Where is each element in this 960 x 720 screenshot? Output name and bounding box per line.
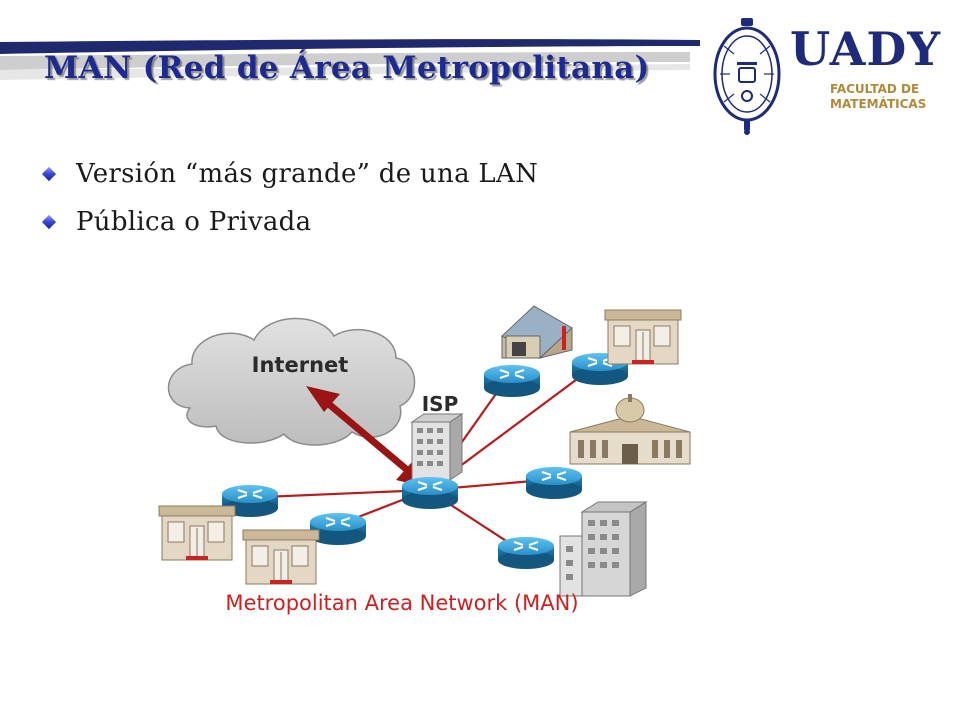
shop-icon bbox=[242, 529, 320, 585]
government-building-icon bbox=[569, 394, 691, 465]
bullet-item: Pública o Privada bbox=[40, 198, 538, 246]
header-swoosh bbox=[0, 39, 700, 80]
bullet-list: Versión “más grande” de una LAN Pública … bbox=[40, 150, 538, 246]
university-seal-icon bbox=[713, 18, 781, 135]
diamond-bullet-icon bbox=[41, 166, 57, 182]
faculty-line: FACULTAD DE bbox=[830, 82, 920, 96]
bullet-item: Versión “más grande” de una LAN bbox=[40, 150, 538, 198]
bullet-text: Versión “más grande” de una LAN bbox=[76, 159, 539, 189]
bullet-text: Pública o Privada bbox=[76, 207, 312, 237]
house-icon bbox=[501, 305, 573, 359]
uady-logo: UADY FACULTAD DE MATEMÁTICAS bbox=[700, 12, 940, 142]
diamond-bullet-icon bbox=[41, 214, 57, 230]
shop-icon bbox=[158, 505, 236, 561]
faculty-line: MATEMÁTICAS bbox=[830, 97, 927, 111]
internet-cloud: Internet bbox=[167, 317, 416, 446]
router-icon bbox=[401, 476, 459, 510]
brand-name: UADY bbox=[790, 22, 942, 76]
shop-icon bbox=[604, 309, 682, 365]
router-icon bbox=[497, 536, 555, 570]
diagram-caption: Metropolitan Area Network (MAN) bbox=[225, 591, 578, 615]
isp-label: ISP bbox=[422, 392, 459, 416]
faculty-name: FACULTAD DE MATEMÁTICAS bbox=[830, 82, 926, 112]
router-icon bbox=[483, 364, 541, 398]
man-network-diagram: Internet ISP bbox=[158, 305, 691, 615]
isp-building: ISP bbox=[410, 392, 464, 481]
page-title: MAN (Red de Área Metropolitana) bbox=[44, 50, 650, 86]
router-icon bbox=[525, 466, 583, 500]
office-building-icon bbox=[559, 501, 648, 597]
cloud-label: Internet bbox=[252, 353, 349, 377]
